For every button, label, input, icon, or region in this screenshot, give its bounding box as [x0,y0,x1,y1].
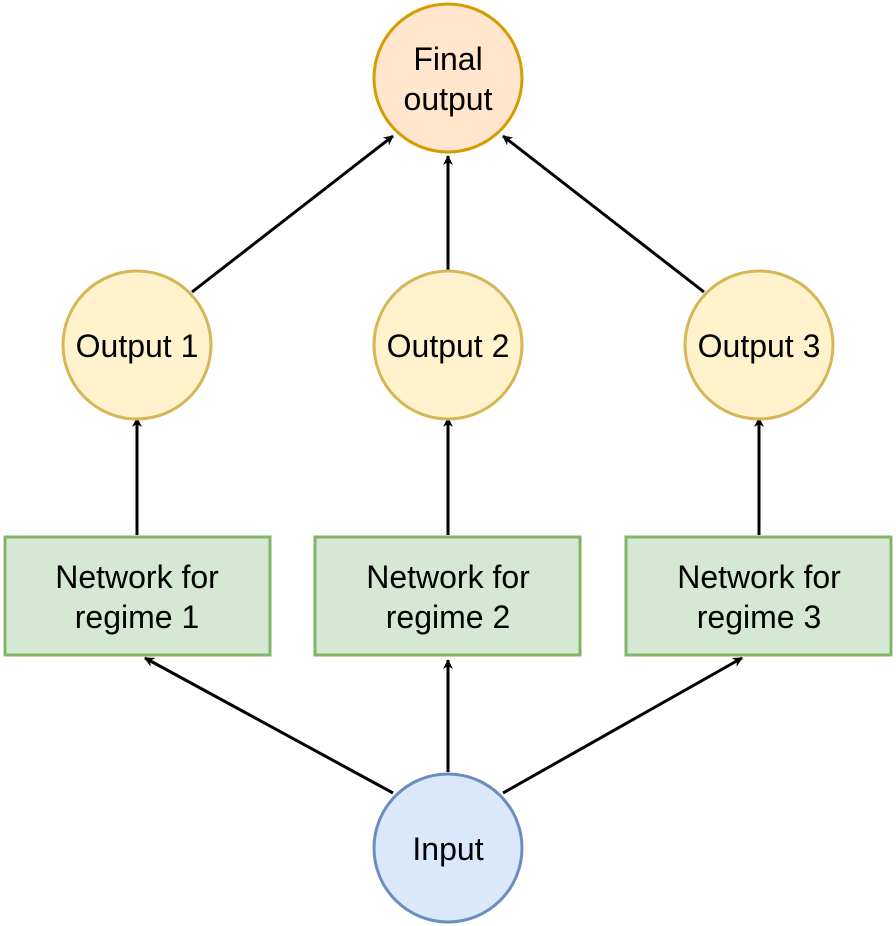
network-2-box [313,535,582,657]
network-2-label-line2: regime 2 [386,599,511,635]
network-1-label-line2: regime 1 [75,599,200,635]
network-1-label-line1: Network for [55,559,219,595]
network-1-node: Network for regime 1 [3,535,272,657]
output-2-label: Output 2 [387,328,510,364]
output-3-node: Output 3 [683,269,835,421]
output-3-circle [683,269,835,421]
edge-output-3-to-final [502,134,705,294]
network-3-label-line2: regime 3 [697,599,822,635]
edge-input-to-network-1 [144,656,394,795]
network-3-box [624,535,893,657]
network-1-box [3,535,272,657]
final-output-label-line1: Final [413,41,482,77]
input-node: Input [372,772,524,924]
edges [132,134,764,795]
output-1-circle [61,269,213,421]
output-2-circle [372,269,524,421]
final-output-circle [372,2,524,154]
output-1-node: Output 1 [61,269,213,421]
network-2-node: Network for regime 2 [313,535,582,657]
input-label: Input [412,831,483,867]
output-3-label: Output 3 [698,328,821,364]
network-3-node: Network for regime 3 [624,535,893,657]
edge-input-to-network-3 [502,656,743,795]
edge-output-1-to-final [191,134,394,294]
network-3-label-line1: Network for [677,559,841,595]
network-2-label-line1: Network for [366,559,530,595]
output-1-label: Output 1 [76,328,199,364]
input-circle [372,772,524,924]
final-output-label-line2: output [404,81,493,117]
output-2-node: Output 2 [372,269,524,421]
final-output-node: Final output [372,2,524,154]
